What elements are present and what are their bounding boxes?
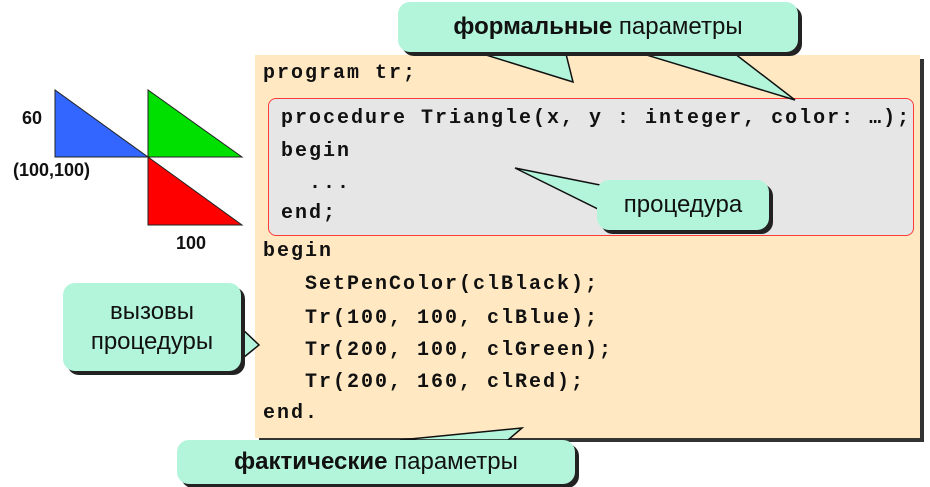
calls-line-1: вызовы [109,298,195,325]
code-line-call-3: Tr(200, 160, clRed); [263,371,586,394]
formal-callout-tail-2 [629,49,796,101]
procedure-callout-tail [514,167,601,212]
height-label: 60 [22,108,43,128]
formal-callout-tail-1 [469,49,575,84]
code-line-proc-begin: begin [281,140,352,163]
actual-rest-text: параметры [387,448,518,475]
actual-parameters-callout: фактические параметры [177,440,575,484]
blue-triangle [54,89,150,158]
code-line-main-begin: begin [263,240,334,263]
origin-label: (100,100) [13,160,91,180]
actual-callout-tail [399,427,525,441]
code-line-proc-body: ... [281,172,352,195]
code-line-program: program tr; [263,62,418,85]
green-triangle [147,89,244,158]
code-line-call-1: Tr(100, 100, clBlue); [263,307,600,330]
code-line-proc-end: end; [281,202,338,225]
actual-bold-text: фактические [234,448,388,475]
calls-line-2: процедуры [90,328,214,355]
code-line-call-2: Tr(200, 100, clGreen); [263,339,614,362]
formal-bold-text: формальные [453,13,613,40]
procedure-callout: процедура [597,180,769,230]
formal-parameters-callout: формальные параметры [398,2,798,52]
procedure-block [268,98,914,236]
red-triangle [147,156,244,226]
code-line-main-end: end. [263,402,320,425]
procedure-calls-callout: вызовы процедуры [63,283,241,371]
formal-rest-text: параметры [612,13,743,40]
procedure-callout-text: процедура [623,191,743,218]
width-label: 100 [176,233,207,253]
code-line-setpencolor: SetPenColor(clBlack); [263,273,600,296]
calls-callout-tail [237,323,261,364]
code-line-procedure-header: procedure Triangle(x, y : integer, color… [281,107,912,130]
